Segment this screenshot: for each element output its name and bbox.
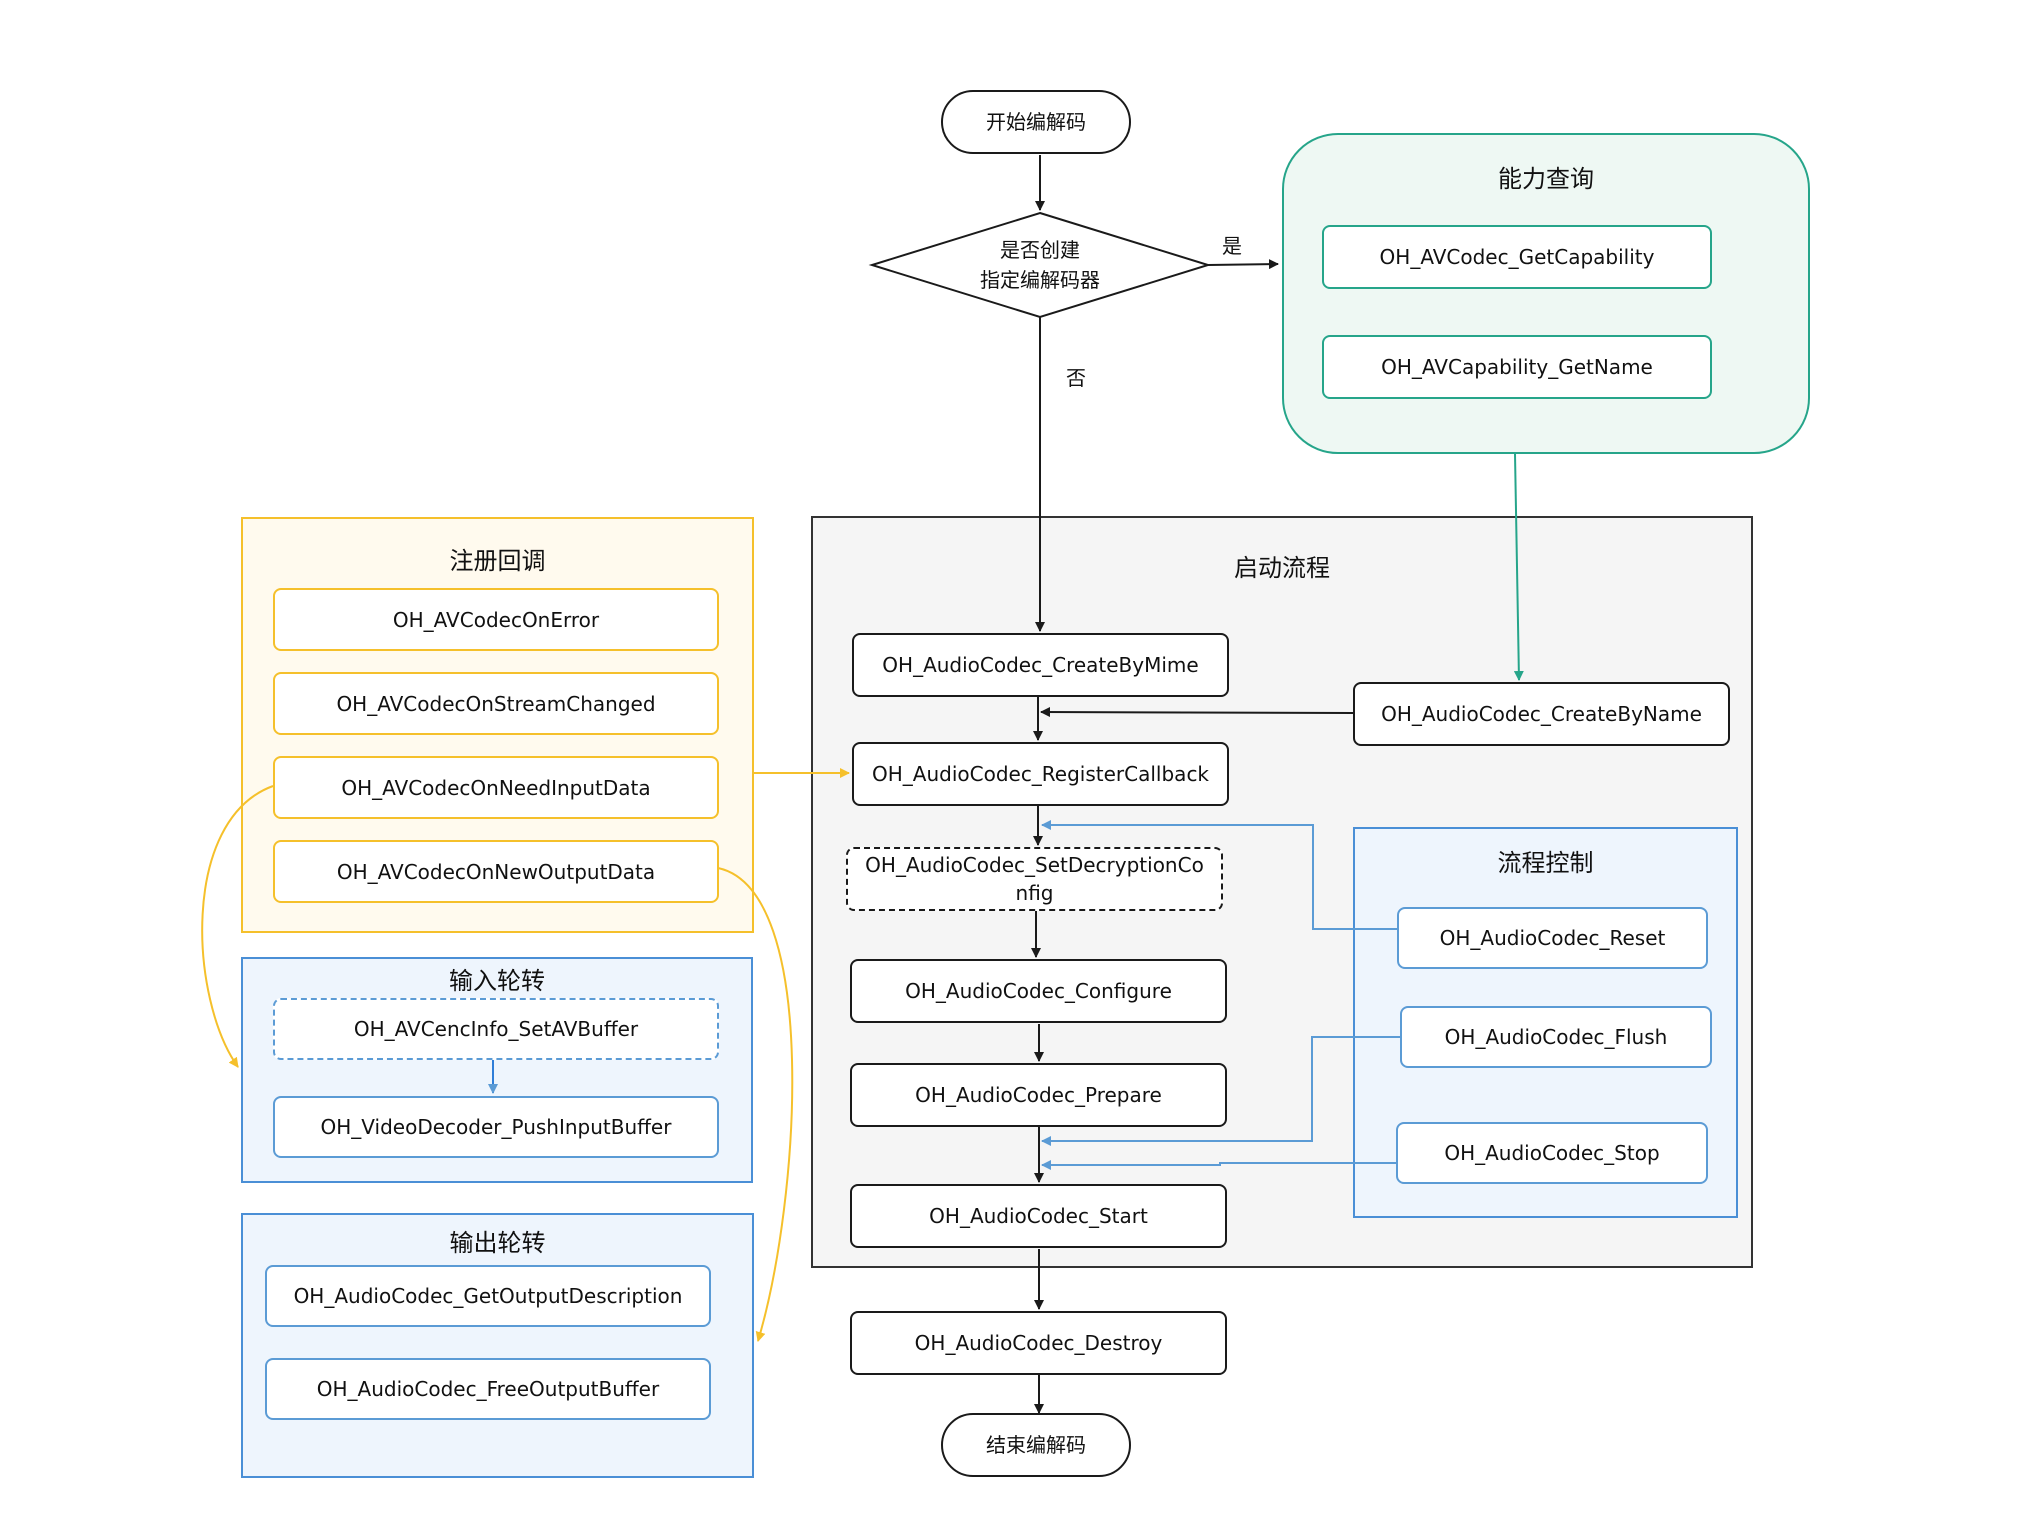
on-new-output-node: OH_AVCodecOnNewOutputData bbox=[273, 840, 719, 903]
edge-newoutput-output bbox=[717, 867, 794, 1342]
prepare-node: OH_AudioCodec_Prepare bbox=[850, 1063, 1227, 1127]
capability-title: 能力查询 bbox=[1498, 165, 1594, 193]
get-name-node: OH_AVCapability_GetName bbox=[1322, 335, 1712, 399]
edge-needinput-input bbox=[201, 785, 274, 1068]
input-title: 输入轮转 bbox=[449, 967, 545, 995]
decision-text: 是否创建 指定编解码器 bbox=[940, 235, 1140, 295]
startup-title: 启动流程 bbox=[1234, 554, 1330, 582]
set-av-buffer-node: OH_AVCencInfo_SetAVBuffer bbox=[273, 998, 719, 1060]
create-by-mime-node: OH_AudioCodec_CreateByMime bbox=[852, 633, 1229, 697]
end-node: 结束编解码 bbox=[941, 1413, 1131, 1477]
push-input-buffer-node: OH_VideoDecoder_PushInputBuffer bbox=[273, 1096, 719, 1158]
configure-node: OH_AudioCodec_Configure bbox=[850, 959, 1227, 1023]
on-need-input-node: OH_AVCodecOnNeedInputData bbox=[273, 756, 719, 819]
stop-node: OH_AudioCodec_Stop bbox=[1396, 1122, 1708, 1184]
edge-stop-loop bbox=[1041, 1160, 1396, 1170]
output-group: 输出轮转 bbox=[241, 1213, 754, 1478]
create-by-name-node: OH_AudioCodec_CreateByName bbox=[1353, 682, 1730, 746]
control-title: 流程控制 bbox=[1497, 849, 1594, 877]
edge-createbyname-join bbox=[1040, 707, 1354, 718]
no-label: 否 bbox=[1066, 366, 1086, 390]
callbacks-title: 注册回调 bbox=[449, 547, 546, 575]
start-node: 开始编解码 bbox=[941, 90, 1131, 154]
edge-decision-yes bbox=[1207, 259, 1279, 270]
reset-node: OH_AudioCodec_Reset bbox=[1397, 907, 1708, 969]
edge-capability-createbyname bbox=[1513, 453, 1524, 681]
yes-label: 是 bbox=[1222, 234, 1242, 258]
output-title: 输出轮转 bbox=[449, 1229, 546, 1257]
free-output-buffer-node: OH_AudioCodec_FreeOutputBuffer bbox=[265, 1358, 711, 1420]
register-callback-node: OH_AudioCodec_RegisterCallback bbox=[852, 742, 1229, 806]
get-capability-node: OH_AVCodec_GetCapability bbox=[1322, 225, 1712, 289]
start-codec-node: OH_AudioCodec_Start bbox=[850, 1184, 1227, 1248]
flush-node: OH_AudioCodec_Flush bbox=[1400, 1006, 1712, 1068]
edge-flush-loop bbox=[1041, 1036, 1400, 1146]
edge-reset-loop bbox=[1041, 820, 1397, 930]
capability-group: 能力查询 bbox=[1282, 133, 1810, 454]
get-output-description-node: OH_AudioCodec_GetOutputDescription bbox=[265, 1265, 711, 1327]
on-stream-changed-node: OH_AVCodecOnStreamChanged bbox=[273, 672, 719, 735]
set-decryption-node: OH_AudioCodec_SetDecryptionCo nfig bbox=[846, 847, 1223, 911]
on-error-node: OH_AVCodecOnError bbox=[273, 588, 719, 651]
decision-line-1: 是否创建 bbox=[1000, 238, 1080, 262]
decision-line-2: 指定编解码器 bbox=[980, 268, 1100, 292]
destroy-node: OH_AudioCodec_Destroy bbox=[850, 1311, 1227, 1375]
